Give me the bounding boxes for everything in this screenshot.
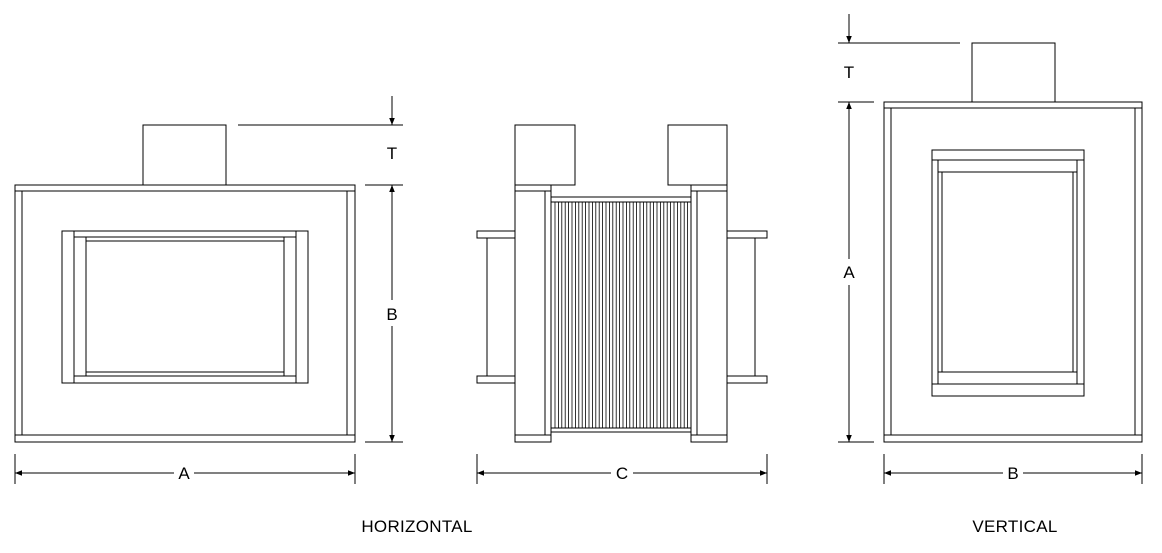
- frame-top-rail: [14, 184, 356, 192]
- coil-top-flange: [73, 230, 297, 238]
- vertical-front-view: T A B: [838, 14, 1143, 484]
- coil-right-flange: [1076, 159, 1085, 385]
- top-terminal-box: [142, 124, 227, 186]
- coil-turns: [554, 202, 688, 428]
- left-bracket-bottom-foot: [476, 375, 516, 384]
- dim-a-label: A: [178, 464, 190, 483]
- dim-t-label: T: [387, 144, 397, 163]
- horizontal-front-view: A T B: [14, 96, 403, 484]
- right-bracket-bottom-foot: [726, 375, 768, 384]
- side-view: C: [476, 124, 768, 484]
- frame-outer: [883, 101, 1143, 443]
- frame-bottom-rail: [14, 434, 356, 443]
- left-terminal-box: [514, 124, 576, 186]
- left-bracket-top-foot: [476, 230, 516, 239]
- dim-a-label: A: [843, 263, 855, 282]
- right-terminal-box: [667, 124, 728, 186]
- dim-b-label: B: [1007, 464, 1018, 483]
- frame-outer: [14, 184, 356, 443]
- left-core-plate: [514, 184, 552, 443]
- coil-left-flange: [931, 159, 939, 385]
- dim-c-label: C: [616, 464, 628, 483]
- dim-t-label: T: [844, 63, 854, 82]
- top-terminal-box: [971, 42, 1056, 103]
- caption-horizontal: HORIZONTAL: [361, 517, 472, 536]
- coil-winding: [550, 196, 692, 433]
- caption-vertical: VERTICAL: [972, 517, 1057, 536]
- right-bracket-top-foot: [726, 230, 768, 239]
- coil-bottom-flange: [73, 375, 297, 384]
- dim-b-label: B: [386, 305, 397, 324]
- right-core-plate: [690, 184, 728, 443]
